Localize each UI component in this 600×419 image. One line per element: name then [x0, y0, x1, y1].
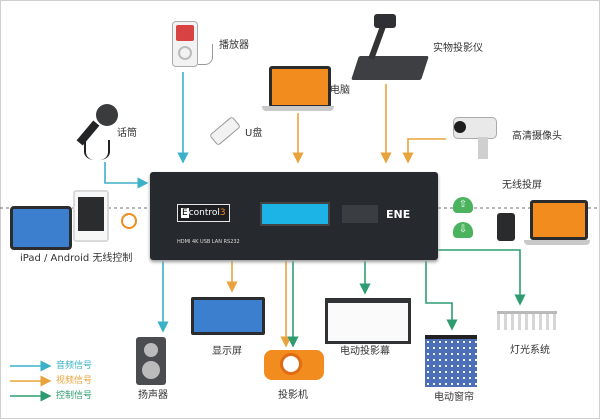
line-light-control: [437, 249, 526, 306]
mic-icon: [96, 104, 118, 126]
projector-label: 投影机: [278, 390, 308, 401]
logo-prefix: E: [181, 208, 189, 218]
screen-icon: [325, 298, 411, 344]
tablet-icon: [10, 206, 72, 250]
legend-control: 控制信号: [56, 391, 93, 401]
visualizer-icon: [351, 56, 429, 80]
logo-num: 3: [219, 208, 226, 218]
camera-label: 高清摄像头: [512, 131, 562, 142]
line-curtain-control: [425, 261, 458, 331]
udisk-label: U盘: [245, 128, 263, 139]
line-camera-video: [402, 138, 446, 164]
lcd-display: [260, 202, 330, 226]
cloud-download-icon: ⇩: [453, 222, 473, 238]
logo-word: control: [188, 208, 220, 218]
cloud-upload-icon: ⇧: [453, 197, 473, 213]
phone-icon: [497, 213, 515, 241]
ipad-label: iPad / Android 无线控制: [20, 253, 133, 264]
visualizer-head-icon: [374, 14, 396, 28]
visualizer-label: 实物投影仪: [433, 43, 483, 54]
curtain-label: 电动窗帘: [434, 392, 474, 403]
curtain-icon: [425, 335, 477, 387]
legend-video: 视频信号: [56, 376, 93, 386]
camera-mount-icon: [478, 137, 488, 159]
host-logo: Econtrol3: [177, 204, 230, 222]
wireless-laptop-base-icon: [524, 240, 590, 245]
screen-label: 电动投影幕: [340, 346, 390, 357]
mic-label: 话筒: [117, 128, 137, 139]
light-icon: [497, 311, 557, 330]
light-label: 灯光系统: [510, 345, 550, 356]
mic-stand-icon: [84, 140, 110, 160]
display-label: 显示屏: [212, 346, 242, 357]
player-label: 播放器: [219, 40, 249, 51]
pc-icon: [269, 66, 331, 108]
control-host: Econtrol3 ENE HDMI 4K USB LAN RS232: [150, 172, 438, 260]
host-keypad: [342, 205, 378, 223]
pc-label: 电脑: [330, 85, 350, 96]
wifi-icon: [121, 213, 137, 229]
camera-icon: [453, 117, 497, 139]
player-cable-icon: [198, 44, 213, 65]
display-icon: [191, 297, 265, 335]
legend-audio: 音频信号: [56, 361, 93, 371]
projector-icon: [264, 350, 324, 380]
host-ports: HDMI 4K USB LAN RS232: [177, 239, 240, 245]
wireless-label: 无线投屏: [502, 180, 542, 191]
line-mic-audio: [104, 162, 149, 189]
speaker-label: 扬声器: [138, 390, 168, 401]
ipad-icon: [73, 190, 109, 242]
speaker-icon: [136, 337, 166, 385]
wireless-laptop-icon: [530, 200, 588, 240]
pc-base-icon: [262, 106, 334, 111]
player-icon: [172, 21, 198, 67]
host-tag: ENE: [386, 208, 411, 221]
